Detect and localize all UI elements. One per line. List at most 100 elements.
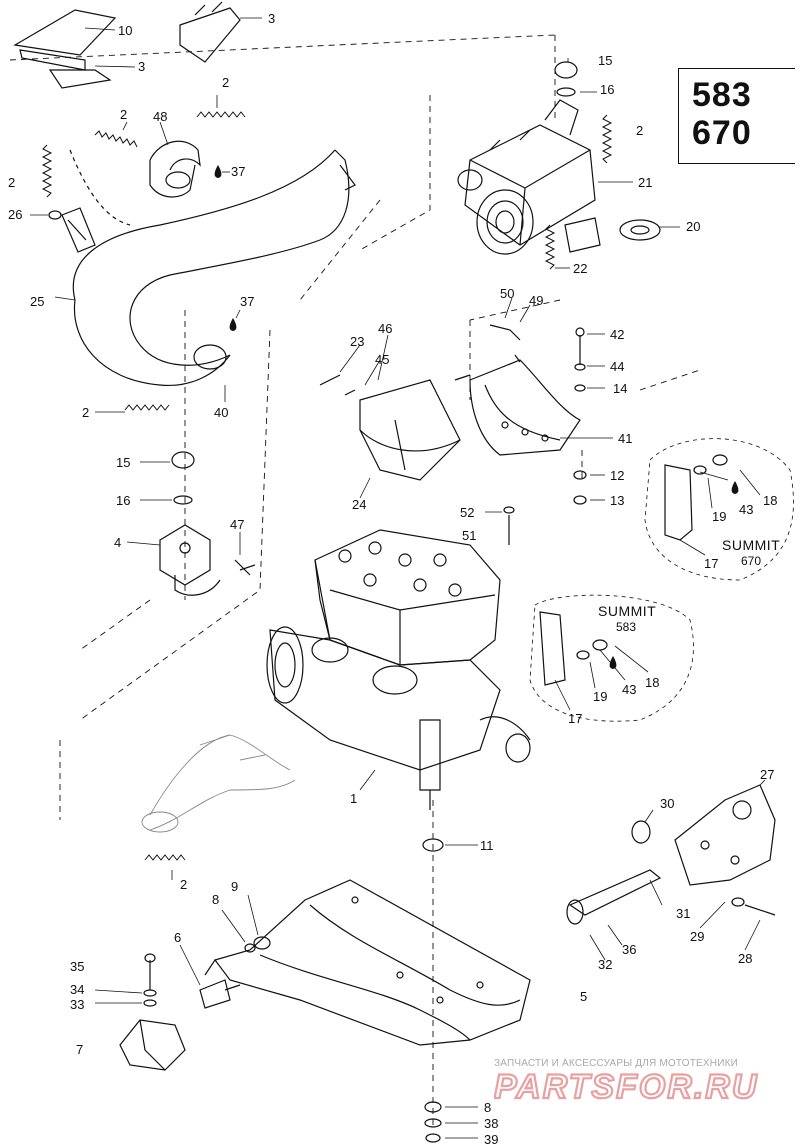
callout-16: 16 — [600, 82, 615, 97]
callout-19: 19 — [593, 689, 608, 704]
part-25-tuned-pipe — [69, 149, 356, 387]
callout-30: 30 — [660, 796, 675, 811]
callout-3: 3 — [268, 11, 276, 26]
watermark-logo: PARTSFOR.RU — [494, 1067, 758, 1106]
callout-38: 38 — [484, 1116, 499, 1131]
callout-20: 20 — [686, 219, 701, 234]
part-7-mount — [119, 838, 444, 1143]
part-48-coupler — [149, 140, 201, 198]
callout-36: 36 — [622, 942, 637, 957]
callout-28: 28 — [738, 951, 753, 966]
assembly-guide-lines — [9, 34, 701, 1130]
callout-50: 50 — [500, 286, 515, 301]
callout-17: 17 — [568, 711, 583, 726]
callout-2: 2 — [636, 123, 644, 138]
callout-16: 16 — [116, 493, 131, 508]
callout-5: 5 — [580, 989, 588, 1004]
callout-6: 6 — [174, 930, 182, 945]
springs — [41, 111, 613, 861]
callout-33: 33 — [70, 997, 85, 1012]
callout-19: 19 — [712, 509, 727, 524]
model-number-box — [678, 68, 795, 164]
part-26-clamp — [48, 207, 96, 253]
hardware-top-right — [554, 61, 661, 253]
callout-14: 14 — [613, 381, 628, 396]
part-21-muffler — [457, 99, 596, 255]
callout-21: 21 — [638, 175, 653, 190]
summit-670-name: SUMMIT — [722, 537, 781, 553]
callout-29: 29 — [690, 929, 705, 944]
callout-10: 10 — [118, 23, 133, 38]
summit-670-model: 670 — [741, 554, 762, 568]
ghost-exhaust-manifold — [141, 734, 296, 833]
part-5-cradle — [204, 879, 531, 1046]
thread-locker-drop-icons — [214, 165, 739, 669]
callout-23: 23 — [350, 334, 365, 349]
callout-8: 8 — [212, 892, 220, 907]
callout-44: 44 — [610, 359, 625, 374]
callout-8: 8 — [484, 1100, 492, 1115]
callout-43: 43 — [622, 682, 637, 697]
callout-43: 43 — [739, 502, 754, 517]
callout-37: 37 — [240, 294, 255, 309]
callout-22: 22 — [573, 261, 588, 276]
callout-24: 24 — [352, 497, 367, 512]
callout-42: 42 — [610, 327, 625, 342]
callout-2: 2 — [180, 877, 188, 892]
callout-31: 31 — [676, 906, 691, 921]
callout-18: 18 — [645, 675, 660, 690]
callout-35: 35 — [70, 959, 85, 974]
callout-2: 2 — [8, 175, 16, 190]
callout-18: 18 — [763, 493, 778, 508]
callout-25: 25 — [30, 294, 45, 309]
callout-9: 9 — [231, 879, 239, 894]
model-583-label: 583 — [692, 76, 752, 114]
part-4-engine-mount — [159, 524, 256, 596]
callout-7: 7 — [76, 1042, 84, 1057]
part-41-bracket — [454, 354, 581, 456]
callout-15: 15 — [598, 53, 613, 68]
callout-leader-lines — [30, 17, 766, 1139]
callout-34: 34 — [70, 982, 85, 997]
part-24-heat-shield — [359, 379, 461, 481]
summit-regions — [529, 438, 794, 722]
callout-47: 47 — [230, 517, 245, 532]
callout-51: 51 — [462, 528, 477, 543]
callout-41: 41 — [618, 431, 633, 446]
callout-17: 17 — [704, 556, 719, 571]
summit-583-name: SUMMIT — [598, 603, 657, 619]
callout-27: 27 — [760, 767, 775, 782]
callout-12: 12 — [610, 468, 625, 483]
callout-45: 45 — [375, 352, 390, 367]
callout-1: 1 — [350, 791, 358, 806]
callout-2: 2 — [82, 405, 90, 420]
part-1-engine — [266, 529, 531, 810]
bracket-17 — [539, 454, 728, 686]
part-3-shield — [179, 1, 241, 63]
callout-13: 13 — [610, 493, 625, 508]
watermark-caption: ЗАПЧАСТИ И АКСЕССУАРЫ ДЛЯ МОТОТЕХНИКИ — [494, 1058, 739, 1069]
callout-39: 39 — [484, 1132, 499, 1147]
callout-40: 40 — [214, 405, 229, 420]
callout-32: 32 — [598, 957, 613, 972]
callout-4: 4 — [114, 535, 122, 550]
watermark-logo-text: PARTSFOR.RU — [494, 1068, 758, 1106]
callout-48: 48 — [153, 109, 168, 124]
callout-52: 52 — [460, 505, 475, 520]
summit-583-model: 583 — [616, 620, 637, 634]
callout-37: 37 — [231, 164, 246, 179]
callout-2: 2 — [222, 75, 230, 90]
part-27-mount-plate — [566, 784, 776, 925]
callout-15: 15 — [116, 455, 131, 470]
part-10-heat-shield — [13, 9, 117, 89]
callout-3: 3 — [138, 59, 146, 74]
callout-26: 26 — [8, 207, 23, 222]
fasteners — [171, 324, 587, 545]
model-670-label: 670 — [692, 114, 752, 152]
callout-49: 49 — [529, 293, 544, 308]
callout-46: 46 — [378, 321, 393, 336]
callout-2: 2 — [120, 107, 128, 122]
callout-11: 11 — [480, 838, 494, 853]
part-6-rubber-mount — [199, 936, 271, 1009]
